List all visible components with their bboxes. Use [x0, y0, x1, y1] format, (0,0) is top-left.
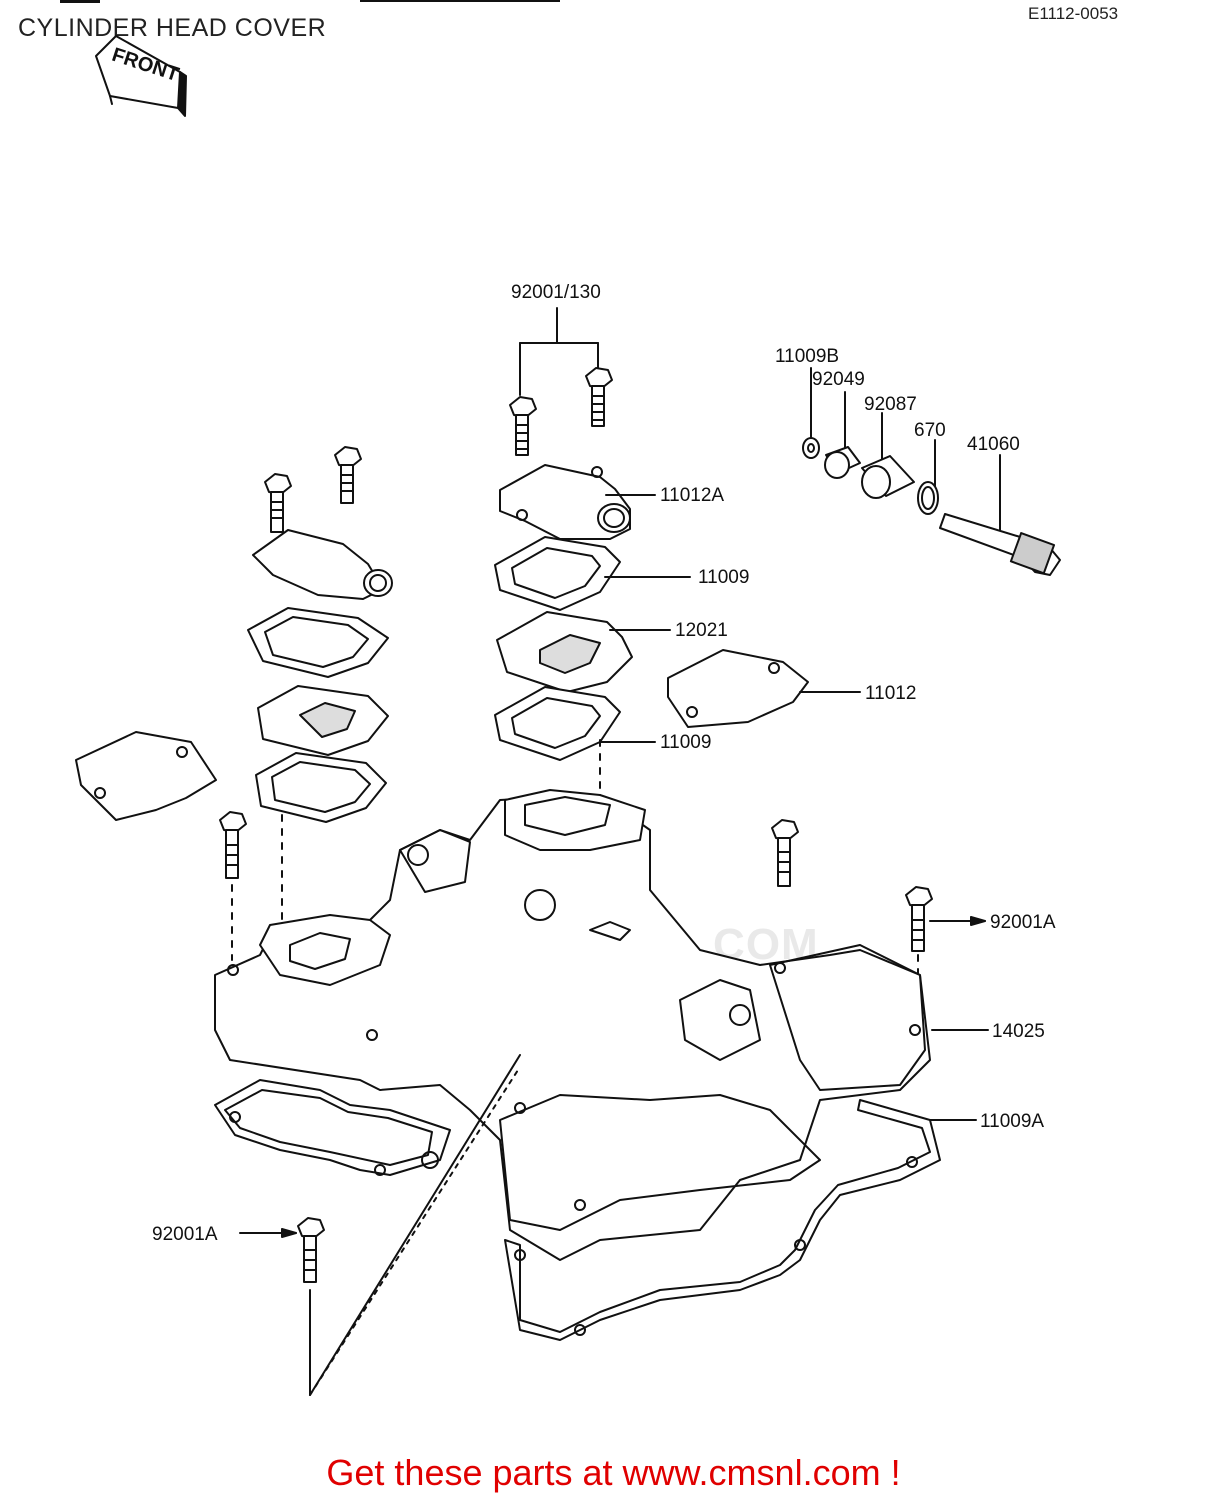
- blank-plate-11012-right: [667, 649, 809, 728]
- bolt-icon: [334, 446, 362, 504]
- top-rule-right: [360, 0, 560, 2]
- bolt-icon: [905, 886, 933, 991]
- reed-valve-cover-center: [499, 464, 631, 540]
- bolt-icon: [264, 473, 292, 533]
- label-670: 670: [914, 420, 946, 441]
- breather-fittings: [802, 367, 1061, 576]
- front-arrow-icon: FRONT: [95, 35, 187, 117]
- leader-lines: [239, 494, 989, 1396]
- label-11009b: 11009B: [775, 346, 839, 367]
- bolt-icon: [771, 819, 799, 887]
- gasket-11009-top: [494, 536, 621, 611]
- label-11012: 11012: [865, 683, 916, 704]
- reed-valve-cover-left: [247, 529, 393, 941]
- label-14025: 14025: [992, 1021, 1045, 1042]
- cylinder-head-cover-14025: [214, 789, 931, 1261]
- label-11012a: 11012A: [660, 485, 724, 506]
- label-11009-bottom: 11009: [660, 732, 711, 753]
- leader-92001-130: [519, 307, 599, 396]
- label-11009a: 11009A: [980, 1111, 1044, 1132]
- gasket-11009-bottom: [494, 686, 621, 791]
- head-cover-gasket-11009a: [214, 1079, 941, 1341]
- label-41060: 41060: [967, 434, 1020, 455]
- label-92087: 92087: [864, 394, 917, 415]
- bolt-icon: [297, 1217, 325, 1283]
- label-92001a-left: 92001A: [152, 1224, 218, 1245]
- label-92049: 92049: [812, 369, 865, 390]
- diagram-title: CYLINDER HEAD COVER: [18, 14, 327, 42]
- label-92001a-right: 92001A: [990, 912, 1056, 933]
- label-12021: 12021: [675, 620, 728, 641]
- bolt-icon: [509, 396, 537, 456]
- blank-plate-11012-left: [75, 731, 217, 821]
- footer-link-text[interactable]: Get these parts at www.cmsnl.com !: [326, 1452, 901, 1493]
- bolt-icon: [219, 811, 247, 961]
- label-11009-top: 11009: [698, 567, 749, 588]
- diagram-code: E1112-0053: [1028, 4, 1119, 23]
- bolt-icon: [585, 367, 613, 427]
- label-92001-130: 92001/130: [511, 282, 601, 303]
- top-rule-left: [60, 0, 100, 3]
- reed-plate-12021: [496, 611, 633, 693]
